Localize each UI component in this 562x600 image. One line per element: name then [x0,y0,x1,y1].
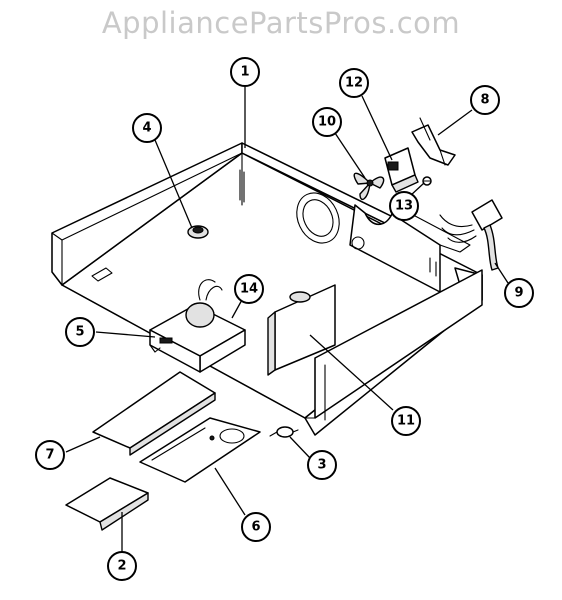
svg-text:8: 8 [480,93,489,108]
svg-text:14: 14 [240,282,258,297]
callout-10: 10 [312,107,342,137]
callout-8: 8 [470,85,500,115]
fan-blade-part-10 [353,172,385,201]
motor-bracket-part-8 [411,117,456,166]
thermostat-disc-part-4 [187,225,209,239]
callout-5: 5 [65,317,95,347]
callout-6: 6 [241,512,271,542]
wedge-cover-part-7 [92,371,216,456]
mounting-plate-part-6 [139,417,261,483]
callout-11: 11 [391,406,421,436]
fan-motor-part-12 [384,147,419,193]
callout-14: 14 [234,274,264,304]
screw-part-13 [422,176,432,186]
callout-7: 7 [35,440,65,470]
callout-3: 3 [307,450,337,480]
svg-text:11: 11 [397,414,415,429]
svg-text:7: 7 [45,448,54,463]
callout-12: 12 [339,68,369,98]
callout-1: 1 [230,57,260,87]
callout-9: 9 [504,278,534,308]
svg-text:5: 5 [75,325,84,340]
svg-text:2: 2 [117,559,126,574]
callout-13: 13 [389,191,419,221]
callouts: 1 4 10 12 8 13 9 14 5 11 7 3 6 2 [35,57,534,581]
small-wedge-part-2 [65,477,149,531]
callout-2: 2 [107,551,137,581]
svg-text:1: 1 [240,65,249,80]
leader-lines [65,87,509,552]
svg-text:9: 9 [514,286,523,301]
connector-part-3 [269,426,299,438]
watermark-logo: AppliancePartsPros.com [101,6,461,40]
callout-4: 4 [132,113,162,143]
timer-switch-part-14 [149,279,246,373]
svg-text:12: 12 [345,76,363,91]
svg-text:6: 6 [251,520,260,535]
terminal-block-part-9 [439,199,503,271]
svg-text:10: 10 [318,115,336,130]
svg-text:13: 13 [395,199,413,214]
svg-text:3: 3 [317,458,326,473]
svg-text:4: 4 [142,121,151,136]
base-pan [51,142,483,436]
panel-part-11 [267,284,336,376]
